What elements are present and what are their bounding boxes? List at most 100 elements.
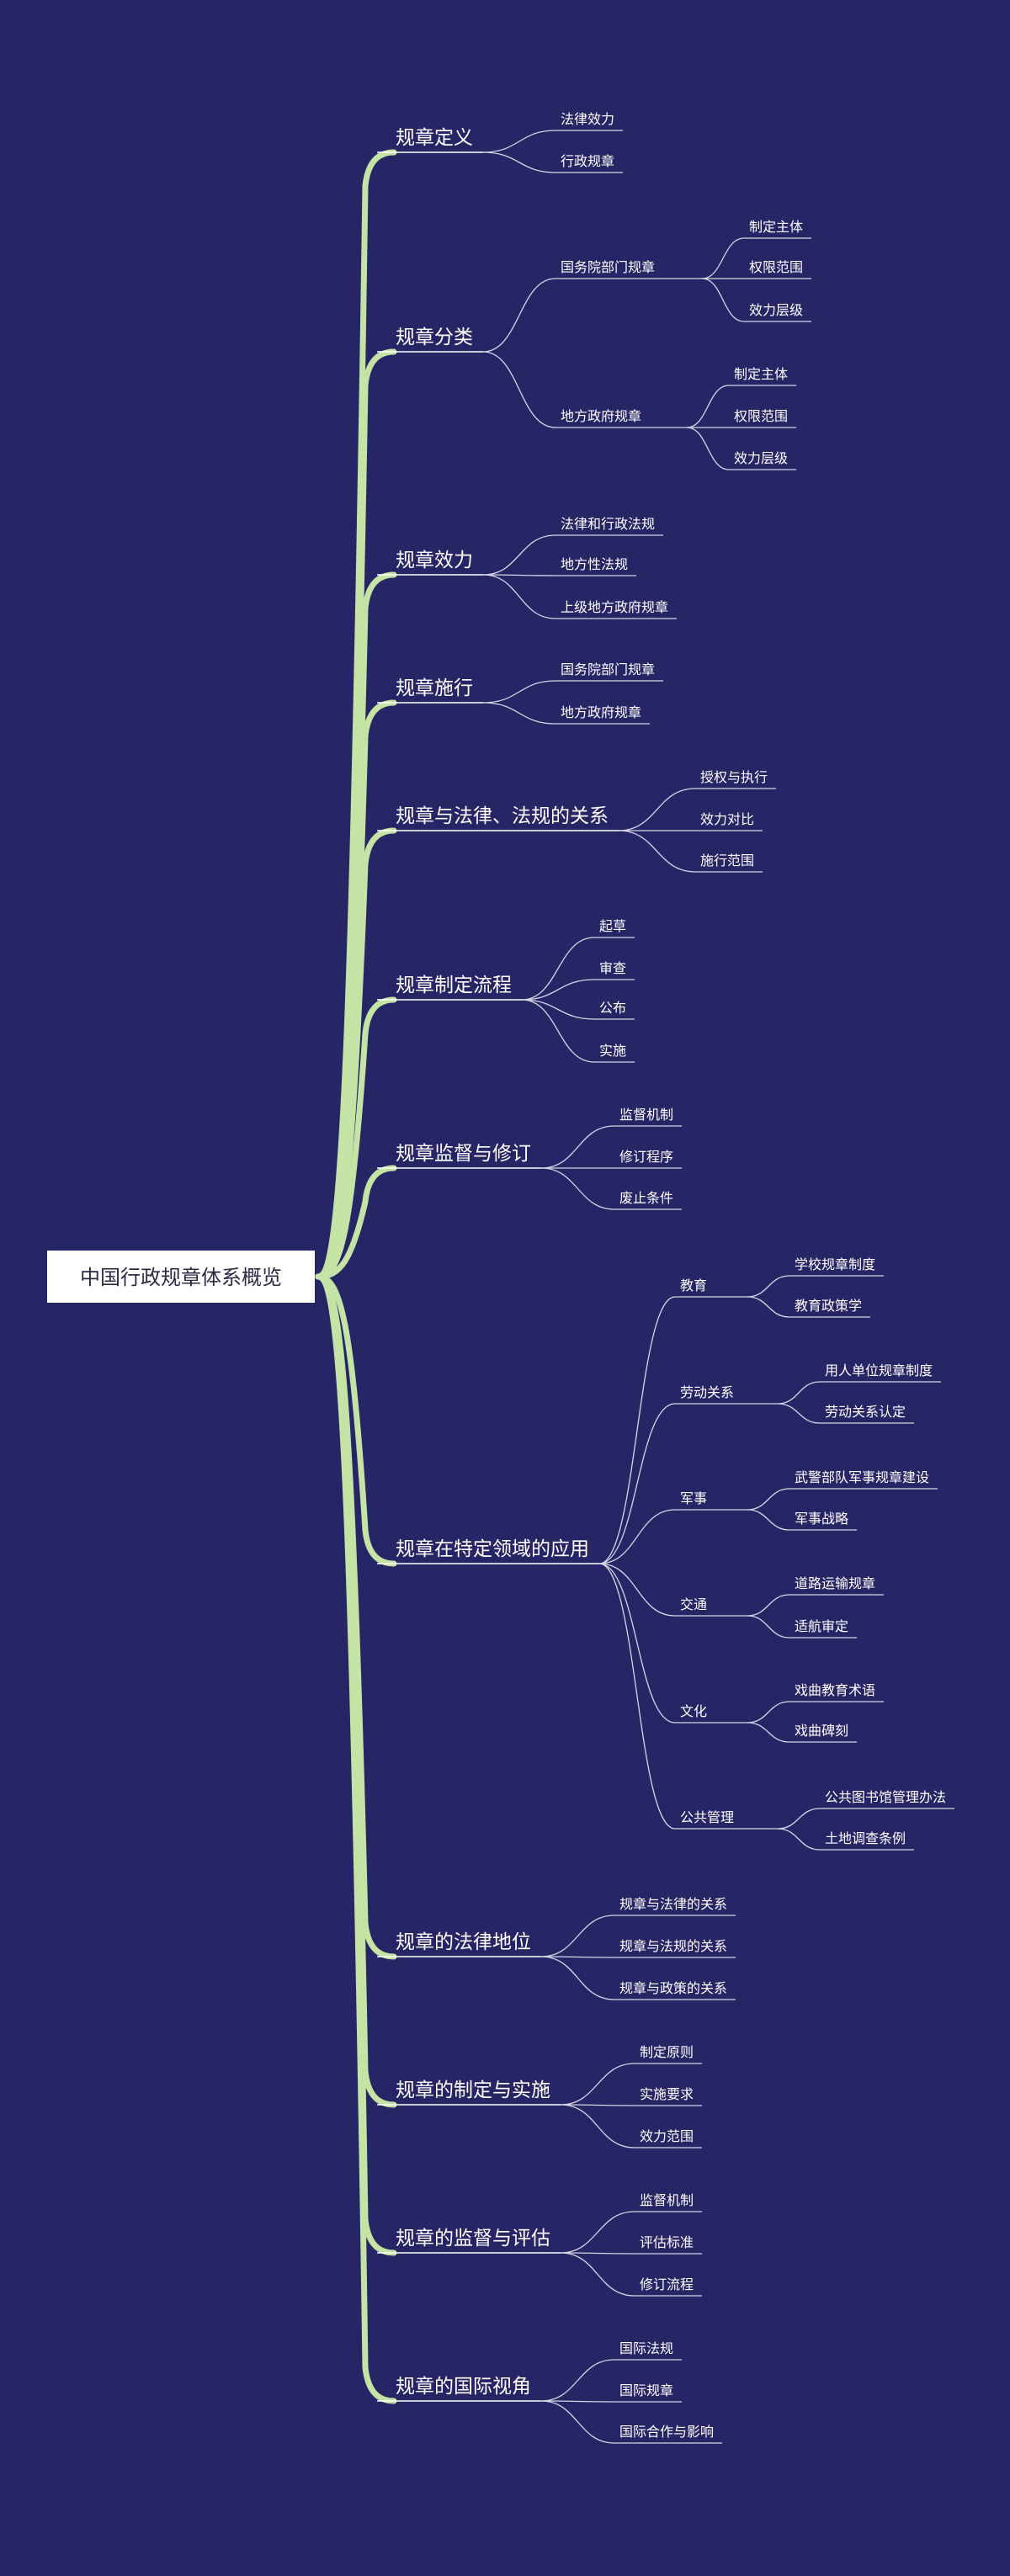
branch-node-6[interactable]: 规章制定流程 — [377, 975, 522, 1001]
topic-label: 监督机制 — [640, 2192, 694, 2208]
topic-node[interactable]: 效力对比 — [695, 811, 763, 831]
branch-label: 规章制定流程 — [396, 975, 512, 996]
topic-label: 地方政府规章 — [561, 704, 641, 720]
topic-label: 规章与法规的关系 — [619, 1938, 727, 1954]
topic-label: 国务院部门规章 — [561, 259, 655, 275]
branch-label: 规章定义 — [396, 127, 473, 149]
subtopic-node[interactable]: 用人单位规章制度 — [820, 1362, 942, 1383]
topic-node[interactable]: 起草 — [594, 918, 635, 938]
subtopic-label: 效力层级 — [734, 450, 788, 466]
branch-connector — [560, 2104, 635, 2106]
branch-node-5[interactable]: 规章与法律、法规的关系 — [377, 805, 619, 831]
subtopic-node[interactable]: 适航审定 — [789, 1618, 858, 1639]
topic-node[interactable]: 交通 — [675, 1596, 747, 1617]
topic-node[interactable]: 地方政府规章 — [556, 408, 687, 428]
topic-node[interactable]: 修订程序 — [614, 1149, 683, 1169]
subtopic-node[interactable]: 效力层级 — [744, 302, 812, 322]
topic-node[interactable]: 监督机制 — [614, 1107, 683, 1127]
branch-connector — [598, 1563, 676, 1617]
branch-node-2[interactable]: 规章分类 — [377, 327, 483, 353]
branch-node-4[interactable]: 规章施行 — [377, 677, 483, 704]
subtopic-node[interactable]: 土地调查条例 — [820, 1830, 915, 1851]
topic-node[interactable]: 评估标准 — [635, 2234, 703, 2255]
topic-node[interactable]: 国务院部门规章 — [556, 661, 664, 682]
branch-node-12[interactable]: 规章的国际视角 — [377, 2376, 541, 2402]
topic-node[interactable]: 法律和行政法规 — [556, 516, 664, 536]
topic-node[interactable]: 上级地方政府规章 — [556, 599, 678, 619]
topic-node[interactable]: 国际法规 — [614, 2340, 683, 2361]
topic-node[interactable]: 授权与执行 — [695, 769, 777, 789]
topic-node[interactable]: 国际合作与影响 — [614, 2424, 723, 2444]
subtopic-label: 土地调查条例 — [825, 1830, 906, 1846]
subtopic-connector — [747, 1275, 790, 1298]
topic-node[interactable]: 实施要求 — [635, 2086, 703, 2106]
topic-label: 文化 — [680, 1703, 707, 1719]
topic-node[interactable]: 规章与政策的关系 — [614, 1980, 736, 2000]
topic-node[interactable]: 劳动关系 — [675, 1384, 778, 1405]
topic-node[interactable]: 施行范围 — [695, 852, 763, 873]
topic-node[interactable]: 法律效力 — [556, 111, 624, 131]
subtopic-connector — [701, 278, 745, 322]
branch-node-3[interactable]: 规章效力 — [377, 550, 483, 576]
topic-node[interactable]: 废止条件 — [614, 1190, 683, 1210]
branch-node-8[interactable]: 规章在特定领域的应用 — [377, 1538, 599, 1564]
subtopic-node[interactable]: 效力层级 — [729, 450, 797, 470]
topic-node[interactable]: 修订流程 — [635, 2276, 703, 2297]
subtopic-connector — [747, 1615, 790, 1639]
topic-node[interactable]: 规章与法律的关系 — [614, 1896, 736, 1916]
topic-node[interactable]: 公共管理 — [675, 1809, 778, 1830]
subtopic-node[interactable]: 学校规章制度 — [789, 1256, 885, 1277]
subtopic-node[interactable]: 武警部队军事规章建设 — [789, 1469, 938, 1490]
branch-node-7[interactable]: 规章监督与修订 — [377, 1143, 541, 1169]
branch-node-1[interactable]: 规章定义 — [377, 127, 483, 153]
topic-node[interactable]: 公布 — [594, 1000, 635, 1020]
topic-node[interactable]: 审查 — [594, 960, 635, 980]
branch-node-10[interactable]: 规章的制定与实施 — [377, 2079, 561, 2106]
topic-node[interactable]: 国务院部门规章 — [556, 259, 702, 279]
topic-node[interactable]: 行政规章 — [556, 153, 624, 173]
branch-connector — [482, 574, 556, 619]
subtopic-node[interactable]: 道路运输规章 — [789, 1575, 885, 1596]
branch-node-11[interactable]: 规章的监督与评估 — [377, 2228, 561, 2254]
topic-label: 规章与法律的关系 — [619, 1896, 727, 1912]
topic-label: 地方性法规 — [561, 556, 628, 572]
root-node[interactable]: 中国行政规章体系概览 — [47, 1251, 315, 1303]
branch-connector — [482, 574, 556, 576]
subtopic-node[interactable]: 戏曲教育术语 — [789, 1682, 885, 1702]
topic-node[interactable]: 国际规章 — [614, 2382, 683, 2403]
branch-connector — [482, 130, 556, 153]
subtopic-node[interactable]: 劳动关系认定 — [820, 1404, 915, 1424]
branch-label: 规章在特定领域的应用 — [396, 1538, 589, 1560]
topic-node[interactable]: 文化 — [675, 1703, 747, 1724]
subtopic-connector — [686, 427, 730, 470]
subtopic-node[interactable]: 教育政策学 — [789, 1298, 871, 1318]
topic-node[interactable]: 制定原则 — [635, 2044, 703, 2064]
subtopic-label: 戏曲碑刻 — [795, 1723, 848, 1739]
branch-connector — [521, 999, 595, 1020]
topic-label: 施行范围 — [700, 852, 754, 868]
topic-node[interactable]: 地方性法规 — [556, 556, 637, 576]
subtopic-node[interactable]: 权限范围 — [744, 259, 812, 279]
branch-connector — [618, 788, 696, 831]
subtopic-connector — [686, 385, 730, 428]
topic-node[interactable]: 监督机制 — [635, 2192, 703, 2212]
topic-node[interactable]: 实施 — [594, 1043, 635, 1063]
branch-connector — [540, 2400, 615, 2444]
subtopic-node[interactable]: 戏曲碑刻 — [789, 1723, 858, 1743]
branch-node-9[interactable]: 规章的法律地位 — [377, 1931, 541, 1957]
root-node-label: 中国行政规章体系概览 — [80, 1266, 282, 1289]
topic-node[interactable]: 地方政府规章 — [556, 704, 651, 725]
subtopic-node[interactable]: 军事战略 — [789, 1511, 858, 1531]
subtopic-label: 戏曲教育术语 — [795, 1682, 875, 1698]
topic-label: 审查 — [599, 960, 626, 976]
topic-node[interactable]: 教育 — [675, 1277, 747, 1298]
topic-node[interactable]: 效力范围 — [635, 2128, 703, 2148]
branch-connector — [560, 2063, 635, 2106]
topic-node[interactable]: 军事 — [675, 1490, 747, 1511]
subtopic-node[interactable]: 公共图书馆管理办法 — [820, 1789, 955, 1809]
subtopic-node[interactable]: 制定主体 — [729, 366, 797, 386]
topic-node[interactable]: 规章与法规的关系 — [614, 1938, 736, 1958]
subtopic-node[interactable]: 制定主体 — [744, 219, 812, 239]
subtopic-node[interactable]: 权限范围 — [729, 408, 797, 428]
branch-label: 规章的国际视角 — [396, 2376, 531, 2398]
